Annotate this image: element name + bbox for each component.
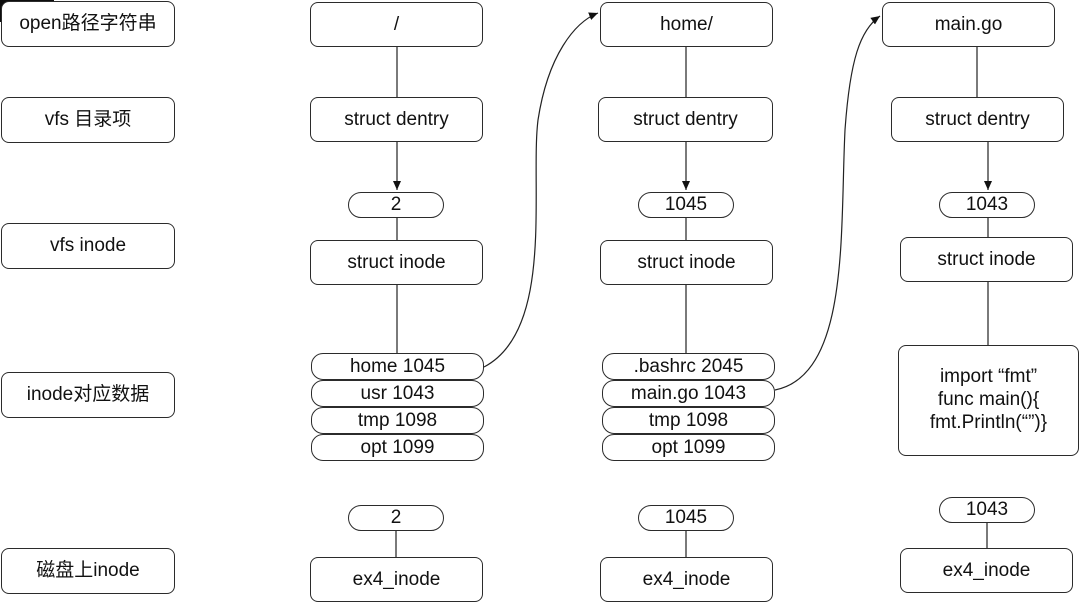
dir-entry-tmp: tmp 1098 [311,407,484,434]
path-box-home: home/ [600,2,773,47]
ext4-inode-home: ex4_inode [600,557,773,602]
ext4-inode-root: ex4_inode [310,557,483,602]
vfs-ino-maingo: 1043 [939,192,1035,218]
inode-box-home: struct inode [600,240,773,285]
code-line-import: import “fmt” [939,366,1038,388]
inode-box-maingo: struct inode [900,237,1073,282]
dir-entry-maingo: main.go 1043 [602,380,775,407]
code-line-func: func main(){ [937,389,1040,411]
label-disk-inode: 磁盘上inode [1,548,175,594]
dentry-box-root: struct dentry [310,97,483,142]
dir-entry-home: home 1045 [311,353,484,380]
dir-entry-usr: usr 1043 [311,380,484,407]
label-vfs-inode: vfs inode [1,223,175,269]
label-inode-data: inode对应数据 [1,372,175,418]
label-vfs-dentry: vfs 目录项 [1,97,175,143]
label-path-string: open路径字符串 [1,1,175,47]
file-content-box: import “fmt” func main(){ fmt.Println(“”… [898,345,1079,456]
dir-entry-opt: opt 1099 [311,434,484,461]
dentry-box-home: struct dentry [598,97,773,142]
path-box-root: / [310,2,483,47]
dir-entry-bashrc: .bashrc 2045 [602,353,775,380]
vfs-ino-root: 2 [348,192,444,218]
disk-ino-maingo: 1043 [939,497,1035,523]
path-box-maingo: main.go [882,2,1055,47]
arrow-home-to-home-path [483,12,599,368]
disk-ino-home: 1045 [638,505,734,531]
dir-entry-tmp: tmp 1098 [602,407,775,434]
disk-ino-root: 2 [348,505,444,531]
dentry-box-maingo: struct dentry [891,97,1064,142]
inode-box-root: struct inode [310,240,483,285]
ext4-inode-maingo: ex4_inode [900,548,1073,593]
code-line-println: fmt.Println(“”)} [929,411,1048,433]
vfs-ino-home: 1045 [638,192,734,218]
arrow-maingo-to-maingo-path [774,15,881,391]
dir-entry-opt: opt 1099 [602,434,775,461]
